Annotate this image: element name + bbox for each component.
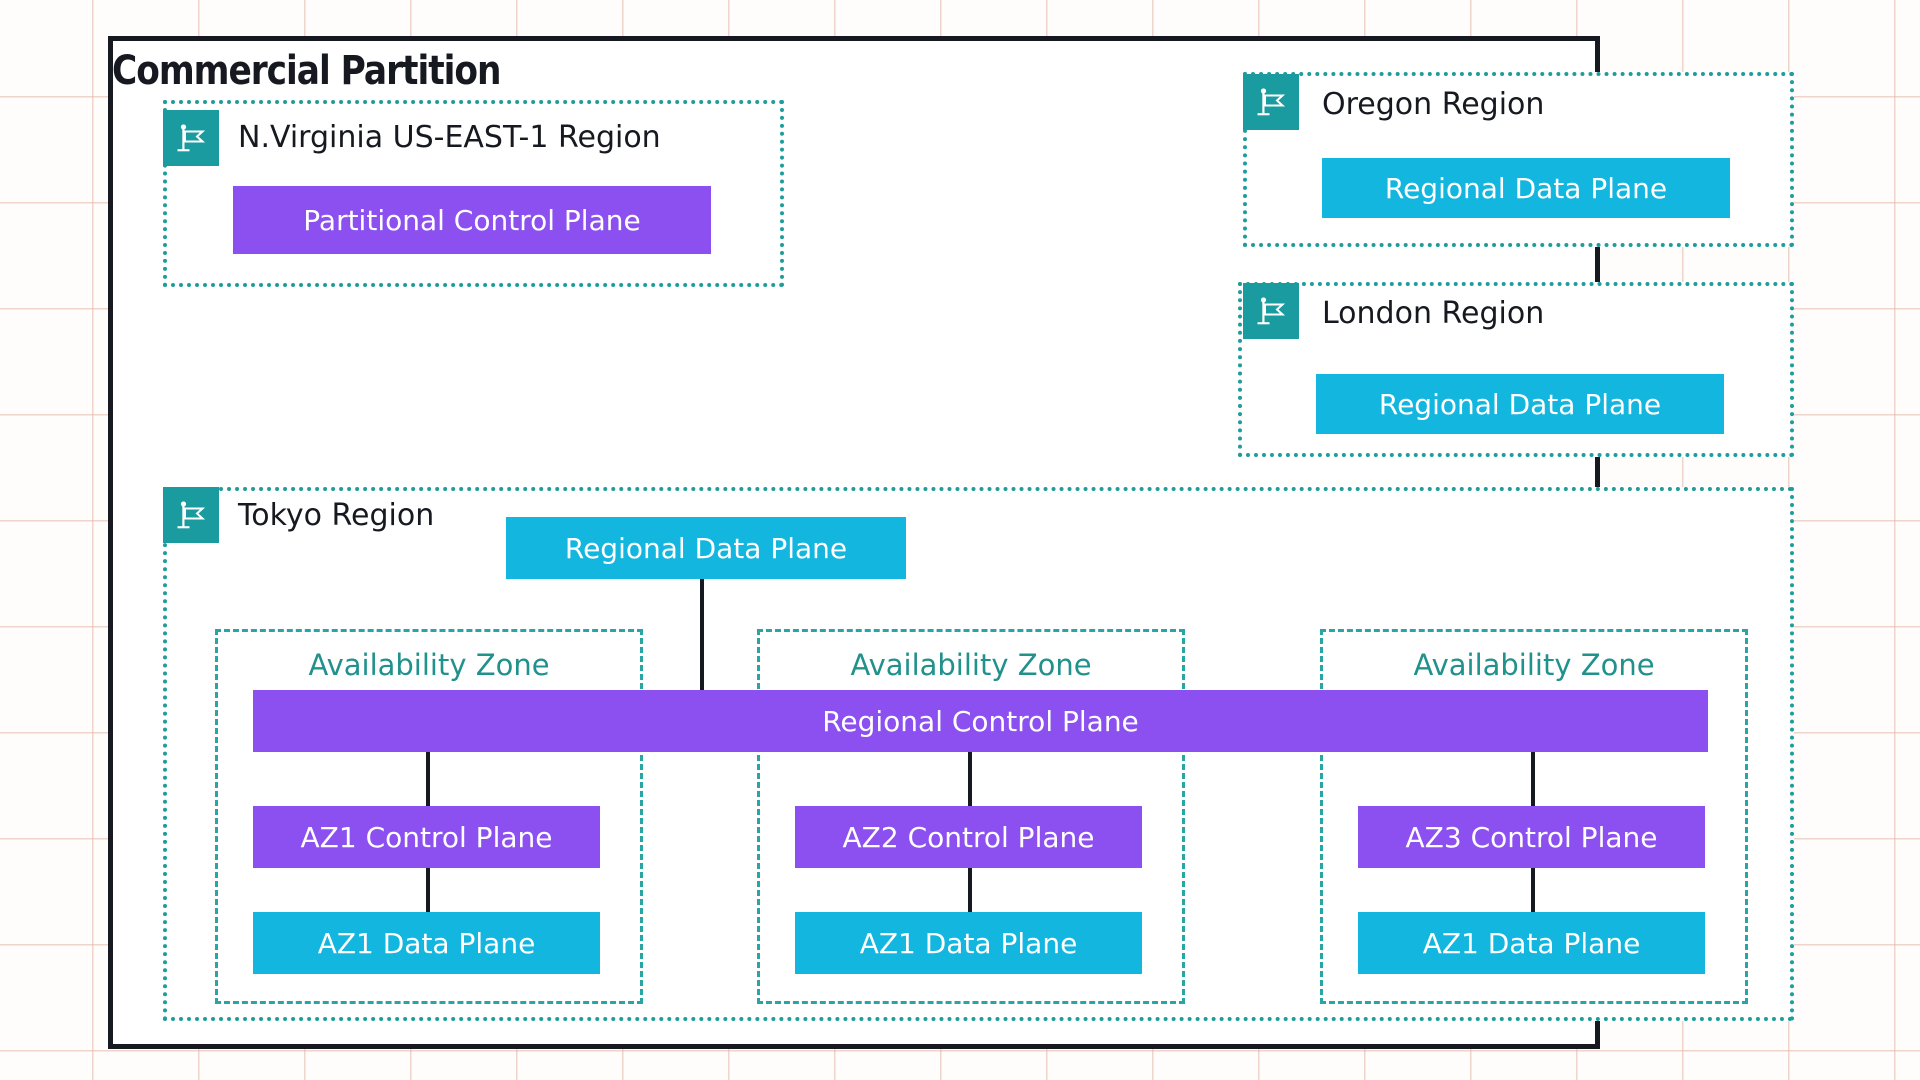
flag-icon	[163, 110, 219, 166]
connector-rcp-to-az2-control	[968, 752, 972, 806]
connector-az2-control-to-data	[968, 868, 972, 912]
node-az2-control-plane: AZ2 Control Plane	[795, 806, 1142, 868]
node-london-regional-data-plane: Regional Data Plane	[1316, 374, 1724, 434]
node-tokyo-regional-data-plane: Regional Data Plane	[506, 517, 906, 579]
region-label-n-virginia: N.Virginia US-EAST-1 Region	[238, 120, 661, 155]
region-label-oregon: Oregon Region	[1322, 87, 1545, 122]
connector-rcp-to-az3-control	[1531, 752, 1535, 806]
partition-title: Commercial Partition	[112, 48, 501, 94]
node-regional-control-plane: Regional Control Plane	[253, 690, 1708, 752]
node-az2-data-plane: AZ1 Data Plane	[795, 912, 1142, 974]
node-az1-data-plane: AZ1 Data Plane	[253, 912, 600, 974]
node-az3-control-plane: AZ3 Control Plane	[1358, 806, 1705, 868]
node-az3-data-plane: AZ1 Data Plane	[1358, 912, 1705, 974]
node-partitional-control-plane: Partitional Control Plane	[233, 186, 711, 254]
flag-icon	[163, 487, 219, 543]
availability-zone-label: Availability Zone	[850, 648, 1092, 682]
availability-zone-1: Availability Zone	[215, 629, 643, 1004]
connector-regional-data-to-control	[700, 579, 704, 690]
node-oregon-regional-data-plane: Regional Data Plane	[1322, 158, 1730, 218]
availability-zone-3: Availability Zone	[1320, 629, 1748, 1004]
availability-zone-label: Availability Zone	[1413, 648, 1655, 682]
region-label-tokyo: Tokyo Region	[238, 498, 435, 533]
region-label-london: London Region	[1322, 296, 1545, 331]
flag-icon	[1243, 74, 1299, 130]
node-az1-control-plane: AZ1 Control Plane	[253, 806, 600, 868]
connector-rcp-to-az1-control	[426, 752, 430, 806]
availability-zone-label: Availability Zone	[308, 648, 550, 682]
connector-az3-control-to-data	[1531, 868, 1535, 912]
availability-zone-2: Availability Zone	[757, 629, 1185, 1004]
connector-az1-control-to-data	[426, 868, 430, 912]
flag-icon	[1243, 283, 1299, 339]
